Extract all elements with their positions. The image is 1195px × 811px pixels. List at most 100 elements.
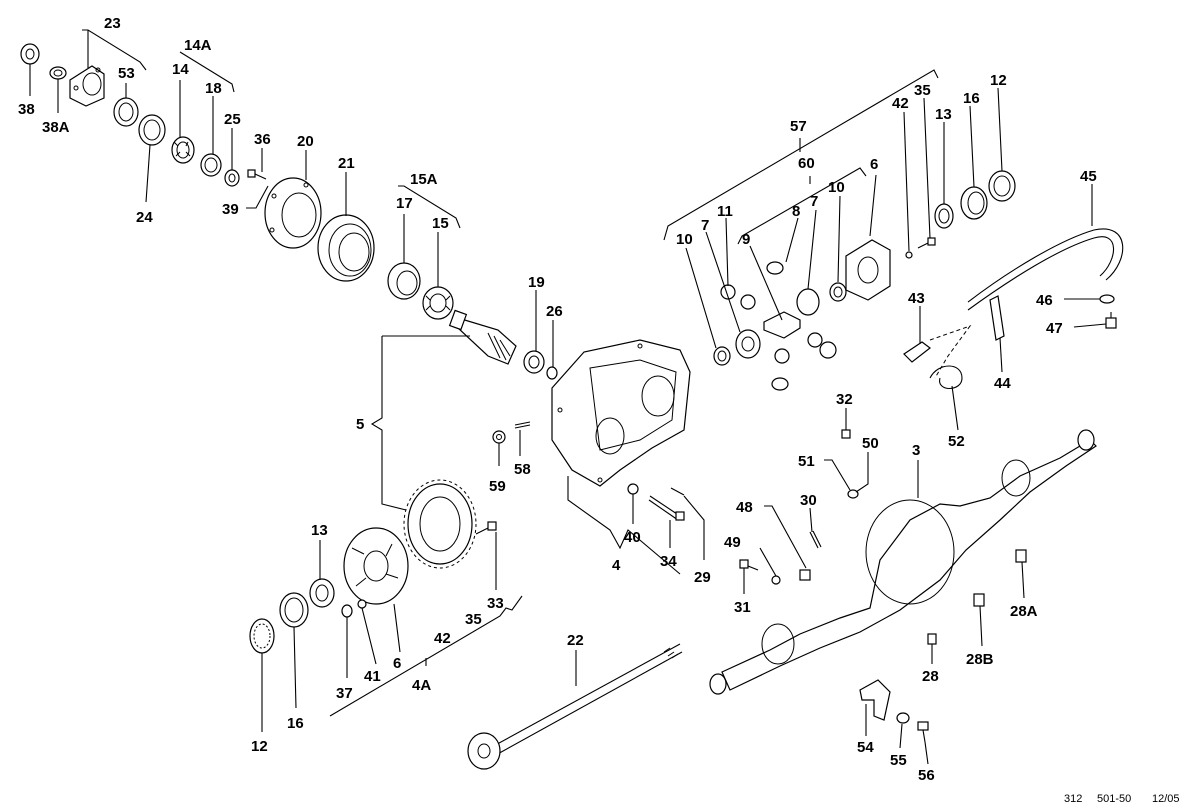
vent-hose-part-45 [967,228,1124,311]
callout-30: 30 [800,492,817,509]
assembly-guide-dashed-line [929,324,972,379]
callout-23: 23 [104,15,121,32]
bearing-cup-part-16-upper [960,186,988,220]
callout-53: 53 [118,65,135,82]
callout-22: 22 [567,632,584,649]
callout-18: 18 [205,80,222,97]
callout-14a: 14A [184,37,212,54]
seal-part-53 [113,97,139,127]
callout-15a: 15A [410,171,438,188]
callout-5: 5 [356,416,364,433]
callout-19: 19 [528,274,545,291]
axle-shaft-part-22 [467,643,683,770]
breather-part-48 [799,569,811,581]
callout-29: 29 [694,569,711,586]
callout-10a: 10 [676,231,693,248]
callout-58: 58 [514,461,531,478]
washer-part-50 [847,489,859,499]
washer-part-40 [627,483,639,495]
plug-part-28a [1015,549,1027,563]
callout-55: 55 [890,752,907,769]
callout-10b: 10 [828,179,845,196]
callout-36: 36 [254,131,271,148]
callout-41: 41 [364,668,381,685]
callout-12-upper: 12 [990,72,1007,89]
callout-48: 48 [736,499,753,516]
callout-6-lower: 6 [393,655,401,672]
bolt-part-32 [841,416,851,439]
carrier-flange-part-20 [264,177,322,249]
nut-part-59 [492,430,506,444]
callout-3: 3 [912,442,920,459]
bolt-part-35-upper [917,237,936,249]
footer-code: 312 [1064,793,1082,805]
washer-part-42-upper [905,251,913,259]
footer-part-no: 501-50 [1097,793,1131,805]
callout-17: 17 [396,195,413,212]
callout-57: 57 [790,118,807,135]
washer-part-38a [49,66,67,80]
pinion-gear-part-5 [448,309,517,365]
callout-51: 51 [798,453,815,470]
callout-11: 11 [717,203,733,220]
callout-25: 25 [224,111,241,128]
bearing-part-15 [422,286,454,320]
callout-9: 9 [742,231,750,248]
bolt-part-56 [917,721,929,743]
flange-yoke-part-23 [69,65,105,107]
footer-reference: 312 501-50 12/05 [1064,793,1180,805]
washer-part-49 [771,575,781,585]
callout-50: 50 [862,435,879,452]
callout-13-lower: 13 [311,522,328,539]
bearing-cup-part-16-lower [279,592,309,628]
callout-60: 60 [798,155,815,172]
callout-46: 46 [1036,292,1053,309]
nut-part-38 [20,43,40,65]
callout-49: 49 [724,534,741,551]
bracket-part-54 [859,679,891,721]
spacer-part-18 [200,153,222,177]
callout-16-upper: 16 [963,90,980,107]
callout-54: 54 [857,739,874,756]
callout-14: 14 [172,61,189,78]
plug-part-28 [927,633,937,645]
adjuster-part-12-lower [249,618,275,654]
callout-47: 47 [1046,320,1063,337]
callout-4a: 4A [412,677,431,694]
bolt-part-36 [247,169,267,180]
washer-part-26 [546,366,558,380]
callout-35-upper: 35 [914,82,931,99]
bearing-part-19 [523,350,545,374]
callout-31: 31 [734,599,751,616]
callout-59: 59 [489,478,506,495]
clip-part-52 [929,365,963,390]
callout-labels: 23 14A 53 38 38A 14 18 25 24 36 39 20 21… [18,15,1097,784]
callout-42-upper: 42 [892,95,909,112]
callout-20: 20 [297,133,314,150]
clamp-part-46 [1099,294,1115,304]
bearing-cup-part-24 [138,114,166,146]
pin-part-29 [670,487,685,496]
callout-32: 32 [836,391,853,408]
fitting-part-43 [903,314,931,363]
shim-part-25 [224,169,240,187]
callout-33: 33 [487,595,504,612]
ring-gear-part-5 [403,479,477,569]
footer-date: 12/05 [1152,793,1180,805]
callout-37: 37 [336,685,353,702]
nut-part-37 [341,604,353,618]
bolt-part-33 [475,521,497,535]
callout-16-lower: 16 [287,715,304,732]
callout-45: 45 [1080,168,1097,185]
bracket-part-44 [989,295,1005,341]
callout-39: 39 [222,201,239,218]
callout-13-upper: 13 [935,106,952,123]
bearing-cup-part-17 [387,262,421,300]
callout-44: 44 [994,375,1011,392]
callout-52: 52 [948,433,965,450]
callout-35-lower: 35 [465,611,482,628]
callout-38: 38 [18,101,35,118]
bolt-part-31 [739,559,759,571]
